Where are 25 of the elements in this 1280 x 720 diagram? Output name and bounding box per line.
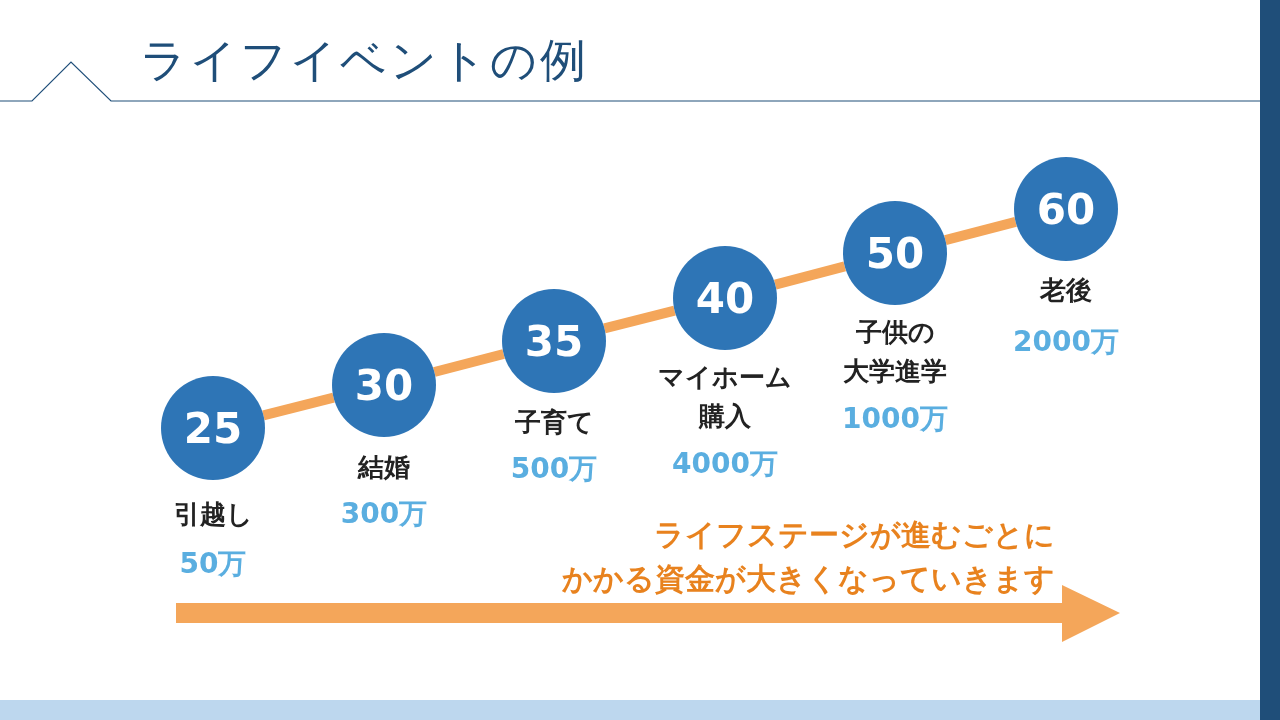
connector-line bbox=[774, 261, 846, 290]
age-circle: 30 bbox=[332, 333, 436, 437]
age-circle: 60 bbox=[1014, 157, 1118, 261]
event-label: 子育て bbox=[513, 406, 595, 439]
amount-label: 4000万 bbox=[671, 446, 779, 482]
age-circle: 50 bbox=[843, 201, 947, 305]
event-label: 子供の大学進学 bbox=[842, 316, 948, 388]
connector-line bbox=[603, 305, 676, 334]
title: ライフイベントの例 bbox=[140, 32, 589, 89]
connector-line bbox=[433, 349, 505, 377]
amount-label: 500万 bbox=[509, 451, 599, 487]
amount-label: 2000万 bbox=[1012, 324, 1120, 360]
amount-label: 50万 bbox=[178, 546, 248, 582]
event-label: マイホーム購入 bbox=[657, 361, 793, 433]
connector-line bbox=[944, 217, 1017, 245]
event-label: 結婚 bbox=[356, 451, 411, 484]
age-circle: 40 bbox=[673, 246, 777, 350]
event-label: 引越し bbox=[172, 498, 254, 531]
age-circle: 35 bbox=[502, 289, 606, 393]
message-text: かかる資金が大きくなっていきます bbox=[562, 560, 1055, 598]
amount-label: 300万 bbox=[339, 496, 429, 532]
event-label: 老後 bbox=[1039, 274, 1093, 307]
amount-label: 1000万 bbox=[841, 401, 949, 437]
age-circle: 25 bbox=[161, 376, 265, 480]
message-text: ライフステージが進むごとに bbox=[654, 516, 1055, 554]
